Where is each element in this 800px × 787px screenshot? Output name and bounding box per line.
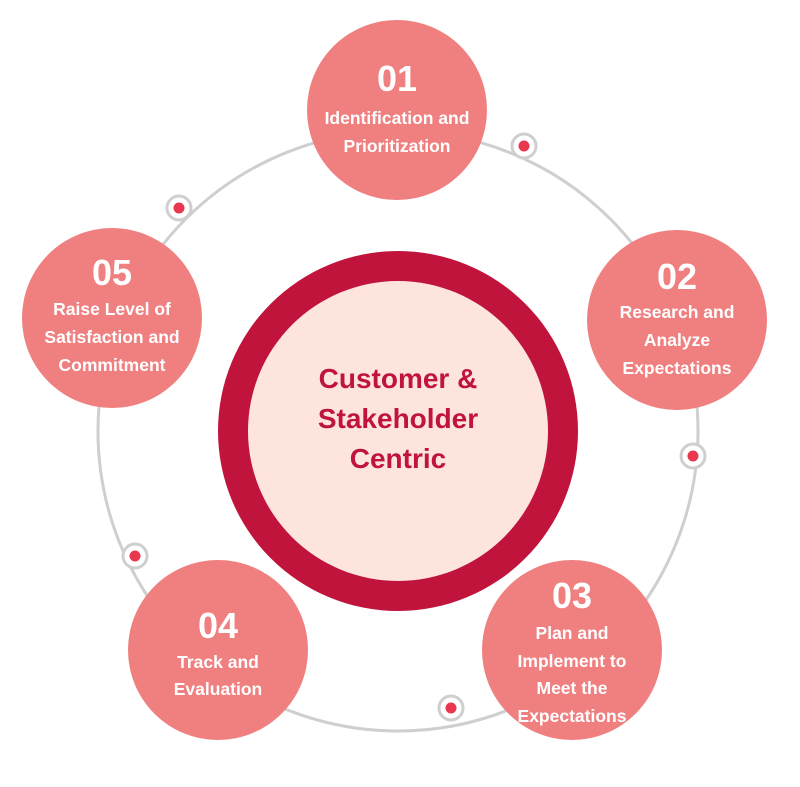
center-hub: Customer & Stakeholder Centric bbox=[218, 251, 578, 611]
step-05-label-line-2: Satisfaction and bbox=[44, 327, 179, 347]
connector-dots bbox=[121, 132, 707, 722]
step-05-node: 05 Raise Level of Satisfaction and Commi… bbox=[22, 228, 202, 408]
center-line-2: Stakeholder bbox=[318, 403, 478, 434]
connector-dot bbox=[510, 132, 538, 160]
step-05-number: 05 bbox=[92, 252, 132, 293]
step-01-number: 01 bbox=[377, 58, 417, 99]
connector-dot bbox=[165, 194, 193, 222]
step-04-number: 04 bbox=[198, 605, 238, 646]
step-04-node: 04 Track and Evaluation bbox=[128, 560, 308, 740]
step-03-label-line-1: Plan and bbox=[536, 623, 609, 643]
step-01-label-line-2: Prioritization bbox=[344, 136, 451, 156]
step-03-label-line-4: Expectations bbox=[518, 706, 627, 726]
step-02-label-line-1: Research and bbox=[620, 302, 735, 322]
step-03-node: 03 Plan and Implement to Meet the Expect… bbox=[482, 560, 662, 740]
step-02-node: 02 Research and Analyze Expectations bbox=[587, 230, 767, 410]
step-04-label-line-2: Evaluation bbox=[174, 679, 263, 699]
step-03-label-line-2: Implement to bbox=[518, 651, 627, 671]
connector-dot bbox=[437, 694, 465, 722]
center-line-3: Centric bbox=[350, 443, 446, 474]
step-05-label-line-1: Raise Level of bbox=[53, 299, 171, 319]
step-02-label-line-2: Analyze bbox=[644, 330, 710, 350]
step-03-label-line-3: Meet the bbox=[537, 678, 608, 698]
step-02-label-line-3: Expectations bbox=[623, 358, 732, 378]
step-01-node: 01 Identification and Prioritization bbox=[307, 20, 487, 200]
connector-dot bbox=[679, 442, 707, 470]
step-01-label-line-1: Identification and bbox=[325, 108, 470, 128]
step-04-label-line-1: Track and bbox=[177, 652, 259, 672]
center-line-1: Customer & bbox=[319, 363, 478, 394]
step-02-number: 02 bbox=[657, 256, 697, 297]
step-03-number: 03 bbox=[552, 575, 592, 616]
connector-dot bbox=[121, 542, 149, 570]
step-05-label-line-3: Commitment bbox=[59, 355, 166, 375]
